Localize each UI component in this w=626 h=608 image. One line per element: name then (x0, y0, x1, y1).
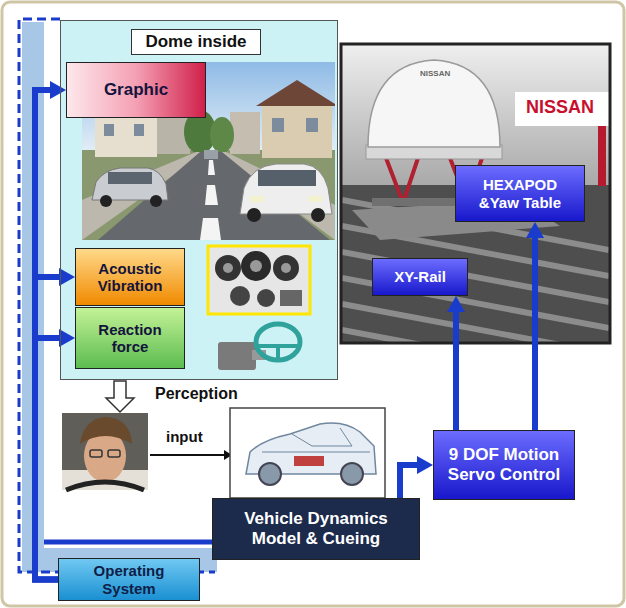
perception-arrow (106, 381, 134, 412)
driver-photo-part (62, 413, 148, 490)
speaker-photo-part (208, 246, 310, 314)
car-part (311, 208, 325, 222)
car-part (308, 196, 322, 202)
acoustic-box: Acoustic Vibration (75, 248, 185, 306)
steering-actuator (218, 324, 300, 370)
control-arrow (532, 238, 538, 430)
street-scene (82, 62, 335, 240)
control-arrow (35, 90, 58, 580)
hexapod-box: HEXAPOD &Yaw Table (455, 165, 585, 222)
street-scene-part (200, 218, 221, 240)
car-part (258, 170, 316, 186)
steering-actuator-part (218, 342, 256, 370)
control-arrow (400, 465, 417, 498)
box-text: 9 DOF Motion Servo Control (442, 445, 566, 484)
street-scene-part (104, 124, 114, 136)
street-scene-part (256, 80, 335, 106)
street-scene-part (95, 112, 157, 157)
control-arrow (35, 277, 59, 580)
system-band-part (44, 540, 212, 545)
dome-region: Dome insideGraphicAcoustic VibrationReac… (60, 20, 338, 380)
speaker-photo-part (215, 255, 241, 281)
car-part (150, 195, 162, 207)
simulator-photo (342, 45, 609, 342)
steering-actuator-part (256, 324, 300, 360)
car-part (108, 172, 152, 184)
car (240, 164, 332, 222)
street-scene-part (205, 185, 218, 205)
box-text: Operating System (67, 562, 191, 597)
street-scene-part (262, 104, 332, 158)
box-text: Acoustic Vibration (84, 260, 176, 295)
box-text: Graphic (104, 80, 168, 100)
car-part (100, 195, 112, 207)
control-arrow (453, 312, 459, 430)
speaker-photo-part (230, 286, 250, 306)
car-model-picture-part (341, 463, 363, 485)
dome-background (60, 20, 338, 380)
driver-photo-part (80, 417, 132, 444)
motion-control-box: 9 DOF Motion Servo Control (433, 430, 575, 500)
simulator-photo-part (342, 45, 609, 185)
speaker-photo (208, 246, 310, 314)
street-scene-part (230, 112, 260, 154)
street-scene-part (82, 150, 335, 240)
xy-rail-box: XY-Rail (372, 258, 468, 296)
dome-background-part (60, 20, 338, 380)
car-model-picture-part (259, 463, 281, 485)
perception-arrow-part (106, 381, 134, 412)
driver-photo-part (90, 450, 102, 457)
street-scene-part (208, 160, 215, 175)
car-part (250, 196, 264, 202)
region-heading: Dome inside (131, 29, 261, 55)
speaker-photo-part (257, 289, 275, 307)
street-scene-part (306, 118, 318, 132)
speaker-photo-part (223, 263, 233, 273)
control-arrow (35, 338, 59, 580)
simulator-photo-part (515, 92, 609, 126)
input-label: input (166, 429, 203, 446)
car-part (247, 208, 261, 222)
graphic-box: Graphic (66, 62, 206, 118)
street-scene-part (134, 124, 144, 136)
speaker-photo-part (273, 255, 299, 281)
car (92, 168, 168, 207)
car-model-picture-part (262, 428, 370, 452)
street-scene-part (210, 117, 234, 153)
box-text: Vehicle Dynamics Model & Cueing (221, 509, 411, 548)
street-scene-part (204, 150, 218, 159)
simulator-photo-part (598, 126, 606, 186)
logo-text: NISSAN (420, 70, 450, 79)
perception-label: Perception (155, 385, 238, 403)
car-model-picture (230, 408, 385, 498)
photo-border-part (341, 44, 610, 343)
car-part (240, 164, 332, 214)
reaction-box: Reaction force (75, 307, 185, 369)
car-model-picture-part (230, 408, 385, 498)
speaker-photo-part (281, 263, 291, 273)
sign-text: NISSAN (526, 98, 594, 118)
speaker-photo-part (250, 260, 262, 272)
photo-border (341, 44, 610, 343)
box-text: HEXAPOD &Yaw Table (464, 176, 576, 211)
speaker-photo-part (280, 290, 302, 306)
box-text: Reaction force (84, 321, 176, 356)
input-arrow (150, 450, 232, 460)
speaker-photo-part (241, 251, 271, 281)
dynamics-box: Vehicle Dynamics Model & Cueing (212, 498, 420, 560)
street-scene-part (272, 118, 284, 132)
driver-photo-part (108, 450, 120, 457)
simulator-photo-part (368, 60, 500, 147)
car-model-picture-part (294, 456, 324, 466)
os-box: Operating System (58, 558, 200, 601)
input-arrow-part (150, 454, 224, 456)
driver-photo-part (66, 482, 144, 490)
steering-actuator-part (258, 346, 298, 360)
box-text: XY-Rail (394, 268, 446, 285)
driver-photo (62, 413, 148, 490)
